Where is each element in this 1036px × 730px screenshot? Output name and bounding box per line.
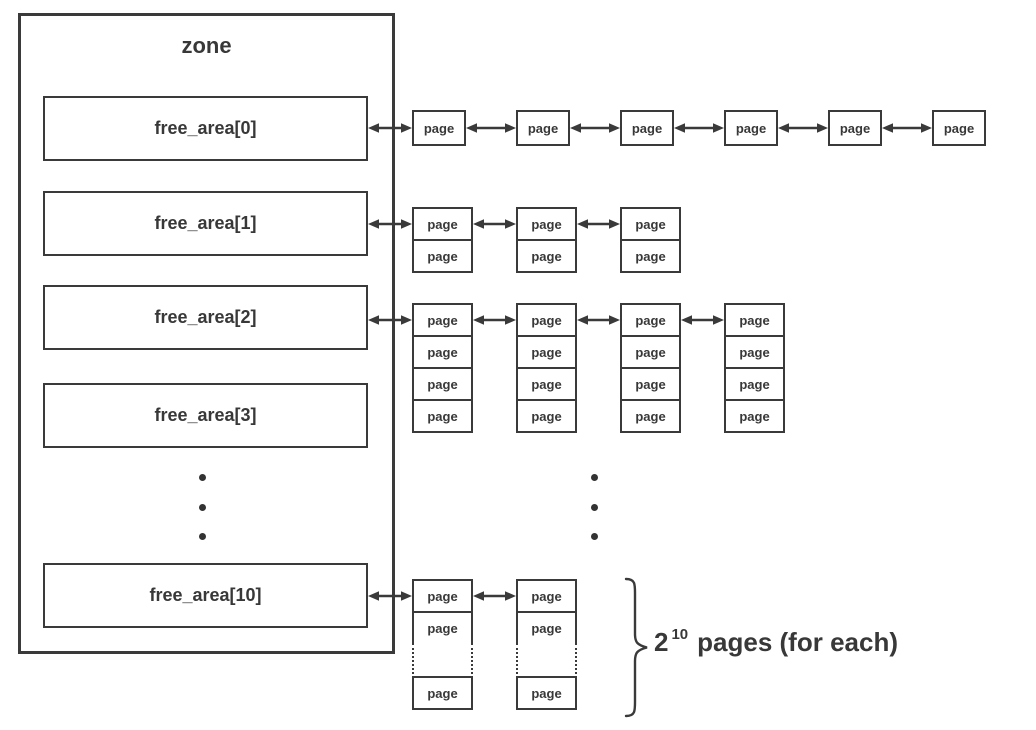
- page-box: page: [724, 367, 785, 401]
- page-column: page: [620, 110, 674, 146]
- page-link-arrow: [681, 315, 724, 325]
- page-column: page: [516, 110, 570, 146]
- page-box: page: [620, 303, 681, 337]
- page-link-arrow: [882, 123, 932, 133]
- page-box: page: [620, 367, 681, 401]
- page-box: page: [932, 110, 986, 146]
- zone-to-page-arrow: [368, 123, 412, 133]
- page-box: page: [724, 399, 785, 433]
- ellipsis-dot: [199, 474, 206, 481]
- page-column: page: [724, 110, 778, 146]
- page-box: page: [516, 335, 577, 369]
- free-area-box-1: free_area[1]: [43, 191, 368, 256]
- page-box: page: [412, 676, 473, 710]
- ellipsis-dot: [199, 533, 206, 540]
- annotation-text: pages (for each): [697, 627, 898, 657]
- page-box: page: [828, 110, 882, 146]
- page-box: page: [620, 207, 681, 241]
- page-box: page: [516, 676, 577, 710]
- free-area-box-0: free_area[0]: [43, 96, 368, 161]
- page-column: page: [932, 110, 986, 146]
- page-link-arrow: [570, 123, 620, 133]
- page-box: page: [516, 367, 577, 401]
- page-link-arrow: [778, 123, 828, 133]
- page-link-arrow: [466, 123, 516, 133]
- page-box: page: [412, 335, 473, 369]
- page-link-arrow: [577, 219, 620, 229]
- page-box: page: [412, 239, 473, 273]
- page-link-arrow: [674, 123, 724, 133]
- page-box: page: [412, 367, 473, 401]
- page-box: page: [724, 110, 778, 146]
- page-link-arrow: [577, 315, 620, 325]
- page-box: page: [412, 110, 466, 146]
- annotation-base: 2: [654, 627, 669, 657]
- free-area-box-2: free_area[2]: [43, 285, 368, 350]
- zone-to-page-arrow: [368, 315, 412, 325]
- page-column: page: [412, 110, 466, 146]
- page-box: page: [620, 399, 681, 433]
- curly-brace: [624, 577, 648, 718]
- page-box: page: [724, 335, 785, 369]
- page-box: page: [516, 579, 577, 613]
- zone-box: [18, 13, 395, 654]
- ellipsis-dot: [591, 504, 598, 511]
- free-area-box-3: free_area[3]: [43, 383, 368, 448]
- zone-to-page-arrow: [368, 219, 412, 229]
- page-box: page: [620, 110, 674, 146]
- zone-to-page-arrow: [368, 591, 412, 601]
- page-link-arrow: [473, 219, 516, 229]
- continuation-dotted-gap: [516, 643, 577, 678]
- page-box: page: [412, 579, 473, 613]
- annotation-exponent: 10: [671, 626, 689, 643]
- free-area-box-4: free_area[10]: [43, 563, 368, 628]
- ellipsis-dot: [591, 474, 598, 481]
- page-box: page: [516, 110, 570, 146]
- continuation-dotted-gap: [412, 643, 473, 678]
- page-box: page: [516, 239, 577, 273]
- page-box: page: [412, 399, 473, 433]
- page-column: page: [828, 110, 882, 146]
- page-box: page: [412, 207, 473, 241]
- page-box: page: [516, 303, 577, 337]
- page-box: page: [620, 335, 681, 369]
- page-box: page: [620, 239, 681, 273]
- page-box: page: [516, 611, 577, 645]
- ellipsis-dot: [591, 533, 598, 540]
- ellipsis-dot: [199, 504, 206, 511]
- page-box: page: [412, 303, 473, 337]
- page-link-arrow: [473, 591, 516, 601]
- page-box: page: [516, 207, 577, 241]
- page-box: page: [516, 399, 577, 433]
- page-link-arrow: [473, 315, 516, 325]
- page-box: page: [412, 611, 473, 645]
- zone-title: zone: [181, 33, 232, 58]
- page-box: page: [724, 303, 785, 337]
